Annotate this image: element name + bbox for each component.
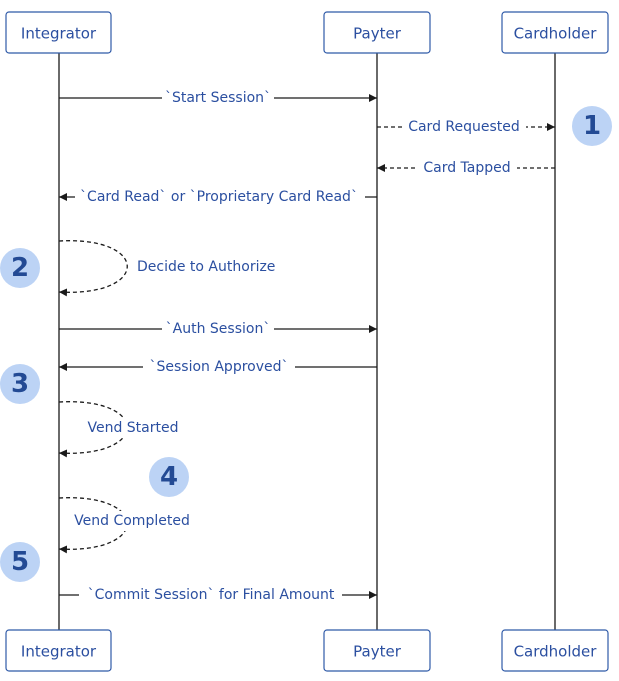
message-card-requested: Card Requested: [377, 117, 555, 137]
badge-number: 3: [11, 369, 29, 399]
actor-cardholder-bottom: Cardholder: [501, 629, 609, 672]
actor-payter-top: Payter: [323, 11, 431, 54]
message-label: Card Tapped: [423, 160, 510, 176]
step-badge-5: 5: [0, 542, 40, 582]
actor-integrator-top: Integrator: [5, 11, 112, 54]
message-auth-session: `Auth Session`: [59, 319, 377, 339]
message-session-approved: `Session Approved`: [59, 357, 377, 377]
message-decide-authorize: Decide to Authorize: [58, 240, 286, 297]
actor-label: Cardholder: [514, 643, 598, 661]
message-label: `Auth Session`: [166, 321, 271, 337]
badge-number: 1: [583, 111, 601, 141]
actor-label: Integrator: [21, 25, 97, 43]
actor-payter-bottom: Payter: [323, 629, 431, 672]
badge-number: 2: [11, 253, 29, 283]
message-label: `Start Session`: [165, 90, 271, 106]
badge-number: 5: [11, 547, 29, 577]
badge-number: 4: [160, 462, 178, 492]
message-card-tapped: Card Tapped: [377, 158, 555, 178]
actor-label: Payter: [353, 25, 402, 43]
message-label: `Session Approved`: [149, 359, 288, 375]
step-badge-4: 4: [149, 457, 189, 497]
message-commit-session: `Commit Session` for Final Amount: [59, 585, 377, 605]
actor-label: Integrator: [21, 643, 97, 661]
message-label: `Commit Session` for Final Amount: [88, 587, 335, 603]
message-card-read: `Card Read` or `Proprietary Card Read`: [59, 187, 377, 207]
step-badge-3: 3: [0, 364, 40, 404]
actor-integrator-bottom: Integrator: [5, 629, 112, 672]
message-label: Vend Started: [87, 420, 178, 436]
step-badge-1: 1: [572, 106, 612, 146]
step-badge-2: 2: [0, 248, 40, 288]
message-label: Vend Completed: [74, 513, 190, 529]
actor-label: Cardholder: [514, 25, 598, 43]
message-label: Decide to Authorize: [137, 259, 275, 275]
actor-label: Payter: [353, 643, 402, 661]
message-vend-started: Vend Started: [58, 401, 184, 458]
message-vend-completed: Vend Completed: [58, 497, 196, 554]
actor-cardholder-top: Cardholder: [501, 11, 609, 54]
message-start-session: `Start Session`: [59, 88, 377, 108]
message-label: Card Requested: [408, 119, 520, 135]
message-label: `Card Read` or `Proprietary Card Read`: [80, 189, 358, 205]
